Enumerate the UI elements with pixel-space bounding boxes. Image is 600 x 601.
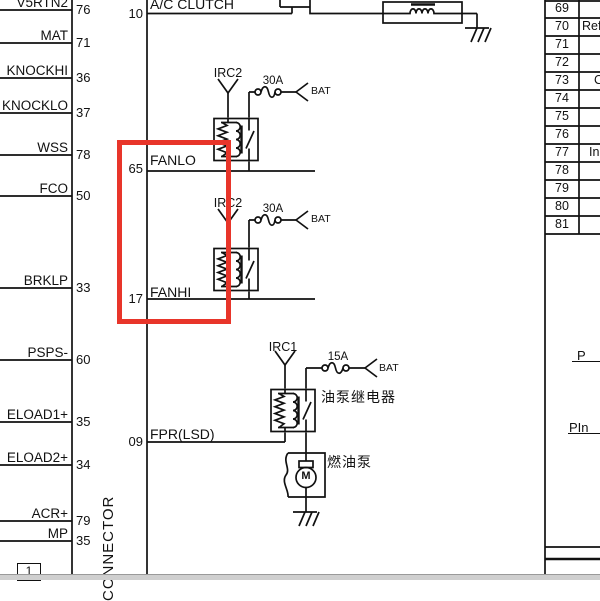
irc1-connector-icon xyxy=(274,350,296,367)
bat-label: BAT xyxy=(311,85,331,97)
pin-label: V5RTN2 xyxy=(16,0,68,10)
pin-label: ELOAD1+ xyxy=(6,407,68,422)
motor-circle xyxy=(295,466,317,489)
note-fragment: PIn xyxy=(569,420,589,435)
table-row-number: 74 xyxy=(555,91,569,105)
pin-number: 76 xyxy=(76,2,91,17)
irc2-label: IRC2 xyxy=(213,66,243,80)
irc2-connector-icon xyxy=(217,78,239,95)
horizontal-scrollbar[interactable] xyxy=(0,574,600,580)
pin-label: MAT xyxy=(40,28,69,43)
pin-label: FANLO xyxy=(150,151,196,168)
pin-number: 10 xyxy=(128,6,143,21)
pin-number: 36 xyxy=(76,70,91,85)
table-row-number: 72 xyxy=(555,55,569,69)
pin-label: ACR+ xyxy=(31,506,68,521)
motor-letter: M xyxy=(301,470,311,482)
pin-number: 35 xyxy=(76,533,91,548)
pin-label: KNOCKLO xyxy=(1,98,68,113)
table-cell-fragment: In xyxy=(589,145,600,159)
bat-arrow-icon-1 xyxy=(295,82,309,102)
ac-clutch-coil xyxy=(383,8,462,15)
table-cell-fragment: C xyxy=(594,73,600,87)
bat-arrow-icon-3 xyxy=(364,358,378,378)
fuse-30a-1 xyxy=(249,85,296,99)
fuse-rating: 30A xyxy=(262,202,284,215)
pin-number: 78 xyxy=(76,147,91,162)
ac-clutch-coil-box xyxy=(382,1,463,24)
table-row-number: 73 xyxy=(555,73,569,87)
table-row-number: 78 xyxy=(555,163,569,177)
table-row-number: 81 xyxy=(555,217,569,231)
fuel-pump-relay-name: 油泵继电器 xyxy=(321,388,396,405)
table-row-number: 69 xyxy=(555,1,569,15)
pin-label: MP xyxy=(47,526,68,541)
fuse-rating: 30A xyxy=(262,74,284,87)
pin-label: PSPS- xyxy=(27,345,68,360)
pin-number: 79 xyxy=(76,513,91,528)
pin-number: 33 xyxy=(76,280,91,295)
bat-label: BAT xyxy=(311,213,331,225)
table-row-number: 80 xyxy=(555,199,569,213)
fuel-pump-wires xyxy=(147,365,307,512)
note-fragment: P xyxy=(577,348,586,363)
pin-label: FANHI xyxy=(150,283,192,300)
fuel-pump-relay-symbol xyxy=(269,388,317,433)
fuse-rating: 15A xyxy=(327,350,349,363)
pin-number: 60 xyxy=(76,352,91,367)
fuel-pump-box xyxy=(283,452,326,498)
pin-number: 17 xyxy=(128,291,143,306)
ac-clutch-wires xyxy=(147,0,478,28)
table-row-number: 75 xyxy=(555,109,569,123)
table-row-number: 76 xyxy=(555,127,569,141)
pin-label: KNOCKHI xyxy=(6,63,68,78)
table-row-number: 71 xyxy=(555,37,569,51)
pin-label: A/C CLUTCH xyxy=(150,0,235,12)
table-row-number: 79 xyxy=(555,181,569,195)
pin-number: 37 xyxy=(76,105,91,120)
pin-number: 71 xyxy=(76,35,91,50)
ground-icon-2 xyxy=(292,511,320,527)
bat-label: BAT xyxy=(379,361,399,374)
pin-label: FCO xyxy=(39,181,69,196)
ground-icon xyxy=(464,27,492,43)
fuse-15a xyxy=(306,361,365,375)
bat-arrow-icon-2 xyxy=(295,210,309,230)
pin-number: 35 xyxy=(76,414,91,429)
side-table-lines xyxy=(544,0,600,574)
pin-label: BRKLP xyxy=(23,273,68,288)
pin-label: WSS xyxy=(37,140,68,155)
pin-label: ELOAD2+ xyxy=(6,450,68,465)
pin-number: 65 xyxy=(128,161,143,176)
fuse-30a-2 xyxy=(249,213,296,227)
pin-number: 34 xyxy=(76,457,91,472)
table-row-number: 77 xyxy=(555,145,569,159)
left-pin-wires xyxy=(0,9,72,542)
pin-label: FPR(LSD) xyxy=(150,425,215,442)
table-cell-fragment: Ref xyxy=(582,19,600,33)
table-row-number: 70 xyxy=(555,19,569,33)
fuel-pump-name: 燃油泵 xyxy=(327,453,372,470)
highlight-box xyxy=(117,140,231,324)
pin-number: 50 xyxy=(76,188,91,203)
connector-vertical-label: CONNECTOR xyxy=(100,495,117,601)
irc1-label: IRC1 xyxy=(268,339,298,354)
pin-number: 09 xyxy=(128,434,143,449)
motor-brush xyxy=(298,460,314,469)
